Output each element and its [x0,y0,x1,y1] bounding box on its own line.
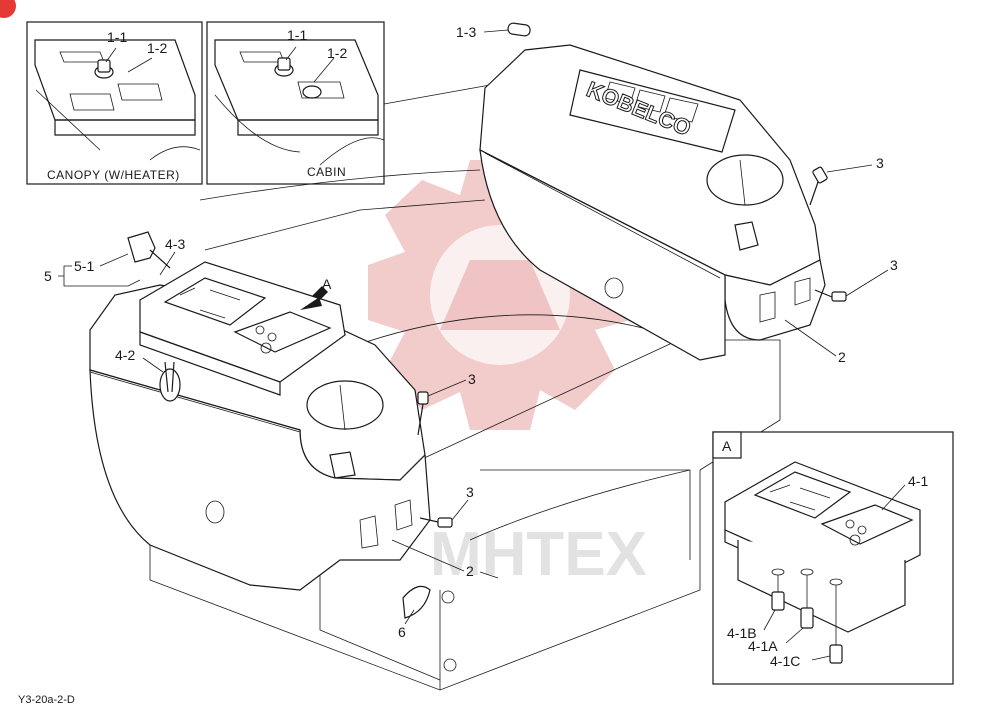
label-1-1-cabin: 1-1 [287,27,307,43]
label-4-1B: 4-1B [727,625,757,641]
bolts [417,166,847,528]
inset-canopy: CANOPY (W/HEATER) 1-1 1-2 [26,21,203,185]
inset-cabin: CABIN 1-1 1-2 [206,21,385,185]
detail-box-letter: A [722,438,732,454]
label-3-lower: 3 [466,484,474,500]
callouts: 1-3 3 3 2 4-3 5-1 5 A 4-2 3 3 2 6 [44,24,898,640]
label-4-3: 4-3 [165,236,185,252]
label-3-right-upper: 3 [876,155,884,171]
label-A-arrow: A [322,276,332,292]
label-4-1A: 4-1A [748,638,778,654]
label-6: 6 [398,624,406,640]
label-4-1C: 4-1C [770,653,800,669]
detail-box-A: A 4-1 4-1B 4-1A 4-1C [712,431,954,685]
arrow-A-pointer [300,286,328,310]
left-console [89,231,431,619]
inset-cabin-caption: CABIN [307,165,346,179]
watermark-text: MHTEX [430,520,647,589]
label-4-1: 4-1 [908,473,928,489]
label-3-right-lower: 3 [890,257,898,273]
label-1-2-canopy: 1-2 [147,40,167,56]
label-4-2: 4-2 [115,347,135,363]
label-1-1-canopy: 1-1 [107,29,127,45]
inset-canopy-caption: CANOPY (W/HEATER) [47,168,180,182]
drawing-code: Y3-20a-2-D [18,694,75,706]
label-5-1: 5-1 [74,258,94,274]
right-console: KOBELCO [479,22,826,361]
label-2-lower: 2 [466,563,474,579]
label-2-right: 2 [838,349,846,365]
label-1-3: 1-3 [456,24,476,40]
inset-leader [383,84,491,105]
corner-badge [0,0,16,18]
label-5: 5 [44,268,52,284]
label-1-2-cabin: 1-2 [327,45,347,61]
label-3-center: 3 [468,371,476,387]
